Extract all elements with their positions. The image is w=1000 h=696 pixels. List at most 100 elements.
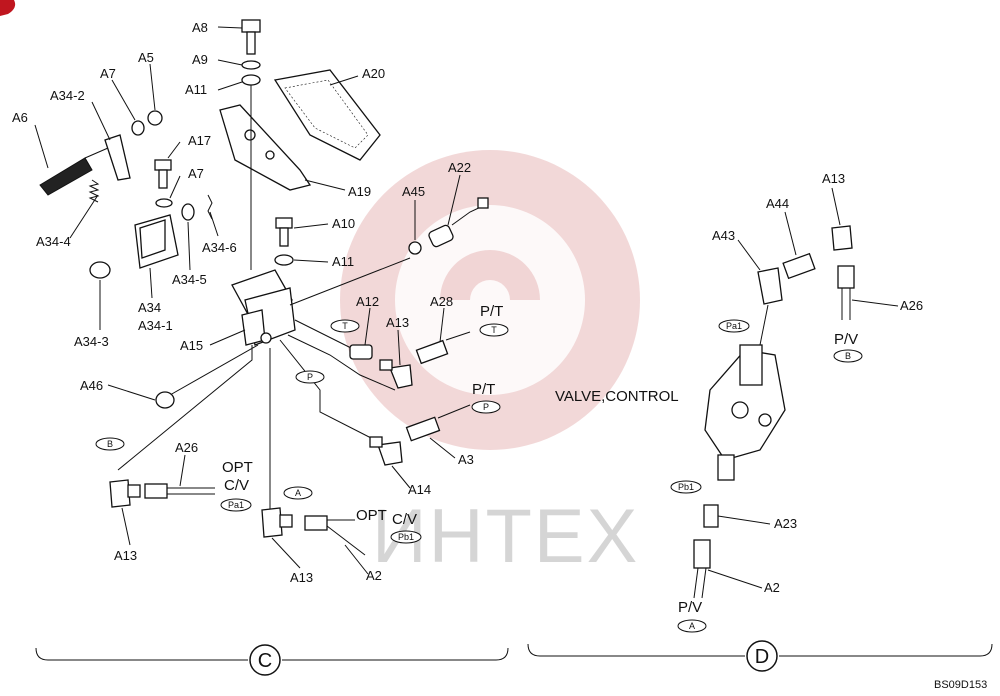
- section-bracket-c: C: [35, 644, 509, 676]
- label-a34-3: A34-3: [74, 334, 109, 349]
- label-pv-top: P/V: [834, 331, 858, 348]
- svg-text:Pa1: Pa1: [726, 321, 742, 331]
- elbow-a14: [369, 436, 403, 466]
- label-opt-bottom: OPT: [356, 507, 387, 524]
- svg-text:A: A: [295, 488, 301, 498]
- elbow-a13-left: [109, 479, 141, 508]
- elbow-a45: [408, 241, 422, 255]
- label-a13-bottom: A13: [290, 570, 313, 585]
- pedal-bracket-a19: [219, 104, 312, 191]
- label-a3: A3: [458, 452, 474, 467]
- fitting-a23: [703, 504, 719, 528]
- label-a2-right: A2: [764, 580, 780, 595]
- port-tag-t2: T: [479, 323, 509, 337]
- control-valve-body: [704, 344, 786, 481]
- elbow-a13-bottom: [261, 507, 293, 538]
- label-a22: A22: [448, 160, 471, 175]
- label-a12: A12: [356, 294, 379, 309]
- svg-text:P: P: [307, 372, 313, 382]
- valve-body-a15: [231, 269, 296, 346]
- washer-a5: [147, 110, 163, 126]
- label-a34-2: A34-2: [50, 88, 85, 103]
- svg-text:P: P: [483, 402, 489, 412]
- svg-text:T: T: [491, 325, 497, 335]
- svg-text:T: T: [342, 321, 348, 331]
- nut-a34-5: [181, 203, 195, 221]
- section-label-c: C: [258, 650, 272, 672]
- label-a45: A45: [402, 184, 425, 199]
- leader-lines: [34, 26, 899, 589]
- bolt-a8: [241, 19, 261, 55]
- label-cv-left: C/V: [224, 477, 249, 494]
- section-label-d: D: [755, 646, 769, 668]
- label-pv-bottom: P/V: [678, 599, 702, 616]
- hose-a2-right: [693, 539, 711, 599]
- port-tag-b2: B: [833, 349, 863, 363]
- label-a8: A8: [192, 20, 208, 35]
- bolt-a10: [275, 217, 293, 247]
- label-cv-bottom: C/V: [392, 511, 417, 528]
- label-a11-mid: A11: [332, 254, 354, 269]
- svg-text:Pb1: Pb1: [678, 482, 694, 492]
- port-tag-pa1-right: Pa1: [718, 319, 750, 333]
- spring-a34-4: [88, 179, 100, 203]
- label-opt-left: OPT: [222, 459, 253, 476]
- label-a20: A20: [362, 66, 385, 81]
- pedal-plate-a20: [273, 69, 381, 161]
- label-a28: A28: [430, 294, 453, 309]
- label-a13-top: A13: [386, 315, 409, 330]
- document-code: BS09D153: [934, 679, 987, 691]
- hydraulic-lines: [117, 257, 411, 510]
- bracket-a34: [134, 214, 179, 269]
- label-pt-top: P/T: [480, 303, 503, 320]
- port-tag-pa1-left: Pa1: [220, 498, 252, 512]
- knob-a34-3: [89, 261, 111, 279]
- nut-a11: [241, 74, 261, 86]
- label-a13-left: A13: [114, 548, 137, 563]
- hose-a26-right: [837, 265, 855, 320]
- port-tag-p1: P: [295, 370, 325, 384]
- label-a43: A43: [712, 228, 735, 243]
- elbow-a43: [757, 267, 783, 305]
- port-tag-t1: T: [330, 319, 360, 333]
- washer-a7: [155, 198, 173, 208]
- nut-a7: [131, 120, 145, 136]
- port-tag-pb1-left: Pb1: [390, 530, 422, 544]
- knob-a46: [155, 391, 175, 409]
- label-a15: A15: [180, 338, 203, 353]
- elbow-a13-right: [831, 225, 853, 251]
- fitting-a44: [782, 252, 816, 280]
- lever-a34-2: [104, 134, 131, 181]
- washer-a9: [241, 60, 261, 70]
- label-a10: A10: [332, 216, 355, 231]
- pin-a34-6: [207, 194, 213, 220]
- label-a23: A23: [774, 516, 797, 531]
- leader-pa1: [759, 304, 769, 346]
- fitting-a12: [349, 344, 373, 360]
- label-a9: A9: [192, 52, 208, 67]
- label-a11-top: A11: [185, 82, 207, 97]
- hose-a28: [415, 331, 471, 365]
- label-a46: A46: [80, 378, 103, 393]
- bolt-a17: [154, 159, 172, 189]
- hose-a26-left: [144, 483, 215, 499]
- diagram-title: VALVE,CONTROL: [555, 388, 679, 405]
- port-tag-a1: A: [283, 486, 313, 500]
- label-a6: A6: [12, 110, 28, 125]
- corner-mark: [0, 0, 16, 16]
- sensor-a22: [428, 197, 489, 248]
- svg-text:Pb1: Pb1: [398, 532, 414, 542]
- label-a5: A5: [138, 50, 154, 65]
- svg-text:B: B: [845, 351, 851, 361]
- label-a2-left: A2: [366, 568, 382, 583]
- svg-text:B: B: [107, 439, 113, 449]
- label-a17: A17: [188, 133, 211, 148]
- label-a7-mid: A7: [188, 166, 204, 181]
- label-a26-left: A26: [175, 440, 198, 455]
- label-pt-mid: P/T: [472, 381, 495, 398]
- elbow-a13-top: [379, 359, 413, 389]
- port-tag-p2: P: [471, 400, 501, 414]
- label-a14: A14: [408, 482, 431, 497]
- label-a26-right: A26: [900, 298, 923, 313]
